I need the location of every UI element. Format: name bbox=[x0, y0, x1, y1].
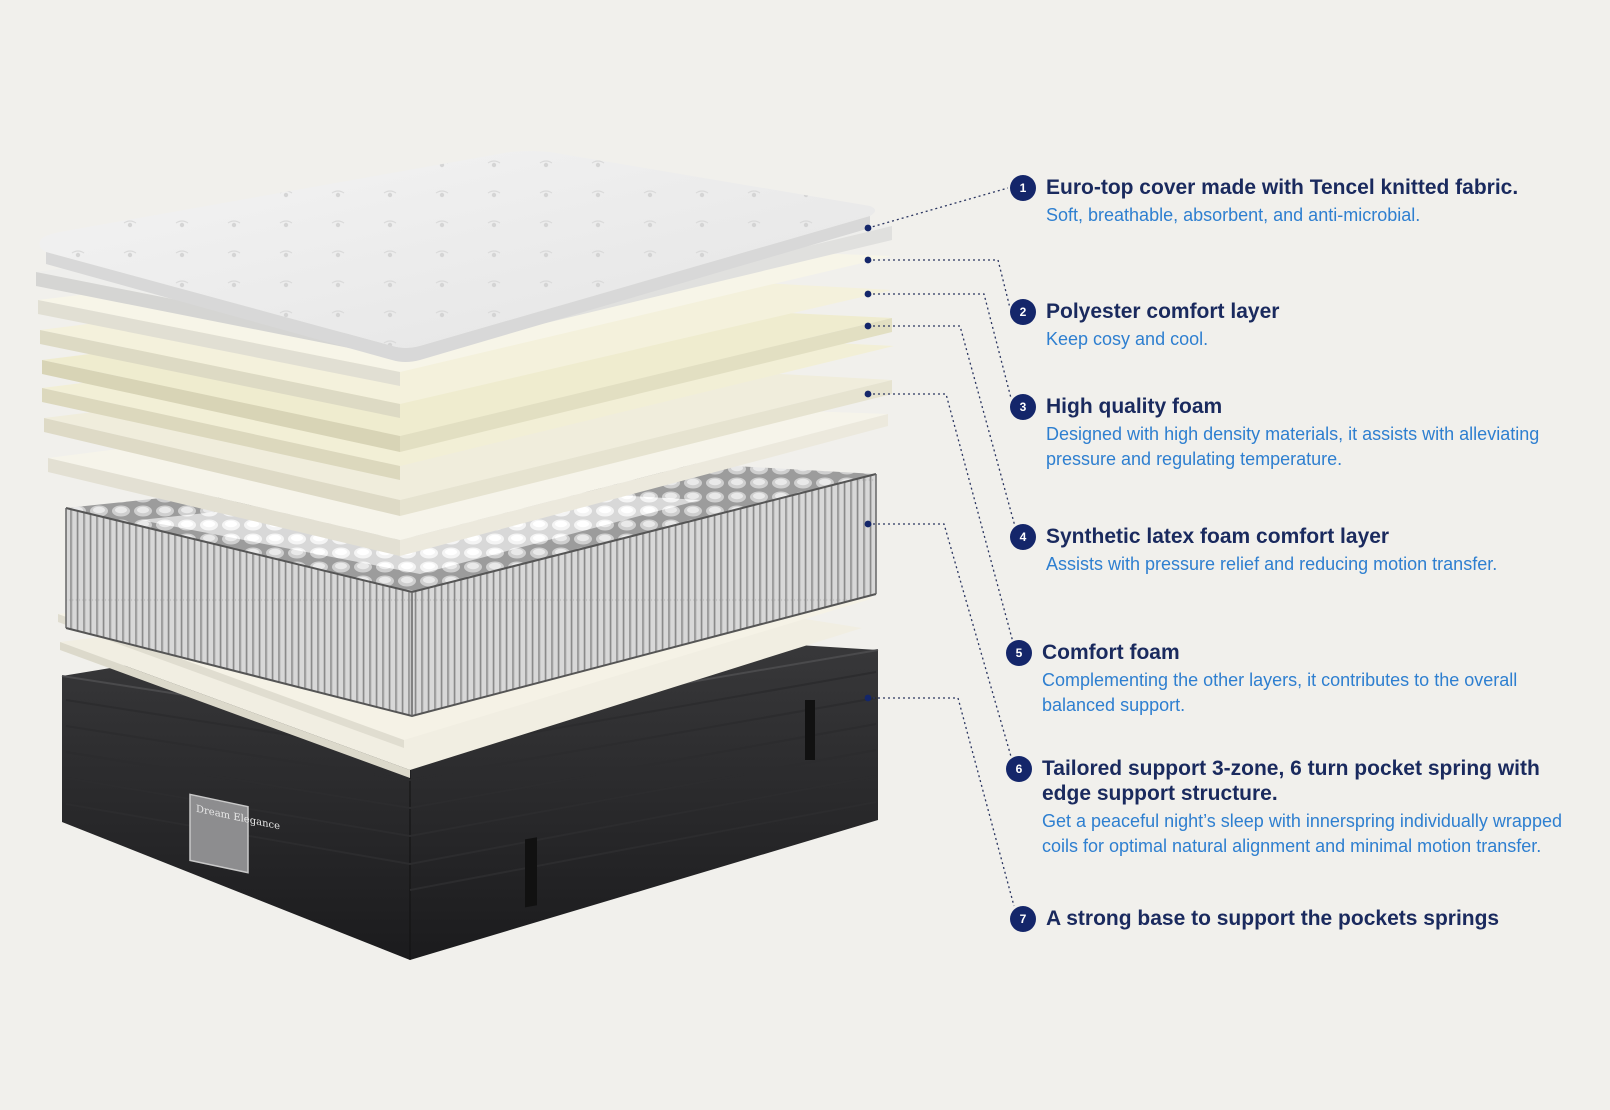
callout-number-badge: 7 bbox=[1010, 906, 1036, 932]
euro-top-cover-layer bbox=[39, 151, 876, 362]
leader-dots bbox=[864, 224, 872, 702]
leader-line-2 bbox=[868, 259, 1011, 309]
callout-1: 1 Euro-top cover made with Tencel knitte… bbox=[1010, 175, 1585, 228]
callout-title: Euro-top cover made with Tencel knitted … bbox=[1046, 176, 1519, 199]
leader-line-4 bbox=[868, 325, 1017, 531]
callout-title: A strong base to support the pockets spr… bbox=[1046, 907, 1500, 930]
callout-6: 6 Tailored support 3-zone, 6 turn pocket… bbox=[1006, 756, 1581, 859]
leader-line-5 bbox=[868, 393, 1015, 647]
callout-description: Complementing the other layers, it contr… bbox=[1042, 670, 1518, 715]
leader-line-3 bbox=[868, 293, 1013, 403]
callout-description: Get a peaceful night’s sleep with inners… bbox=[1042, 811, 1562, 856]
callout-3: 3 High quality foam Designed with high d… bbox=[1010, 394, 1585, 472]
brand-logo-plate: Dream Elegance bbox=[189, 793, 280, 874]
callout-description: Assists with pressure relief and reducin… bbox=[1046, 554, 1498, 574]
callout-5: 5 Comfort foam Complementing the other l… bbox=[1006, 640, 1581, 718]
callout-title: Polyester comfort layer bbox=[1046, 300, 1280, 323]
callout-description: Designed with high density materials, it… bbox=[1046, 424, 1540, 469]
callout-7: 7 A strong base to support the pockets s… bbox=[1010, 906, 1585, 932]
leader-lines bbox=[867, 187, 1017, 907]
callout-4: 4 Synthetic latex foam comfort layer Ass… bbox=[1010, 524, 1585, 577]
leader-line-6 bbox=[868, 523, 1013, 761]
callout-title: Synthetic latex foam comfort layer bbox=[1046, 525, 1390, 548]
callout-number-badge: 4 bbox=[1010, 524, 1036, 550]
callout-title: Tailored support 3-zone, 6 turn pocket s… bbox=[1042, 757, 1540, 805]
leader-line-7 bbox=[868, 697, 1015, 907]
callout-description: Keep cosy and cool. bbox=[1046, 329, 1209, 349]
callout-title: High quality foam bbox=[1046, 395, 1223, 418]
leader-line-1 bbox=[867, 187, 1009, 229]
callout-2: 2 Polyester comfort layer Keep cosy and … bbox=[1010, 299, 1585, 352]
callout-number-badge: 1 bbox=[1010, 175, 1036, 201]
callout-number-badge: 6 bbox=[1006, 756, 1032, 782]
callout-number-badge: 5 bbox=[1006, 640, 1032, 666]
callout-number-badge: 3 bbox=[1010, 394, 1036, 420]
callout-title: Comfort foam bbox=[1042, 641, 1180, 664]
callout-number-badge: 2 bbox=[1010, 299, 1036, 325]
callout-description: Soft, breathable, absorbent, and anti-mi… bbox=[1046, 205, 1421, 225]
